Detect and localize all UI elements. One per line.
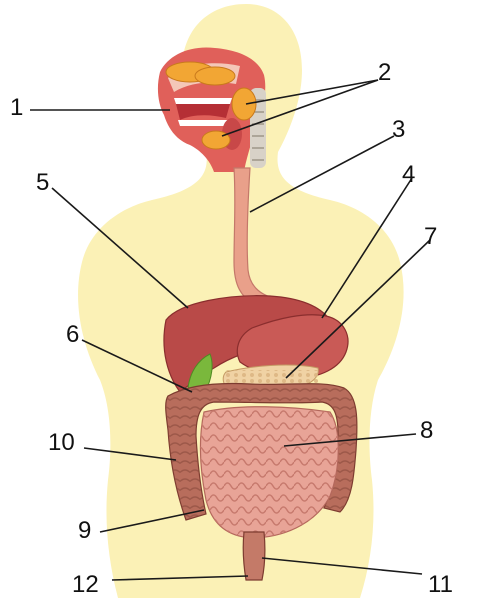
label-9: 9 — [78, 517, 91, 544]
label-12: 12 — [72, 571, 99, 598]
rectum — [243, 532, 265, 580]
label-1: 1 — [10, 94, 23, 121]
label-11: 11 — [428, 571, 453, 598]
label-5: 5 — [36, 169, 49, 196]
label-8: 8 — [420, 417, 433, 444]
label-3: 3 — [392, 116, 405, 143]
label-2: 2 — [378, 59, 391, 86]
label-6: 6 — [66, 321, 79, 348]
label-7: 7 — [424, 223, 437, 250]
label-10: 10 — [48, 429, 75, 456]
label-4: 4 — [402, 161, 415, 188]
